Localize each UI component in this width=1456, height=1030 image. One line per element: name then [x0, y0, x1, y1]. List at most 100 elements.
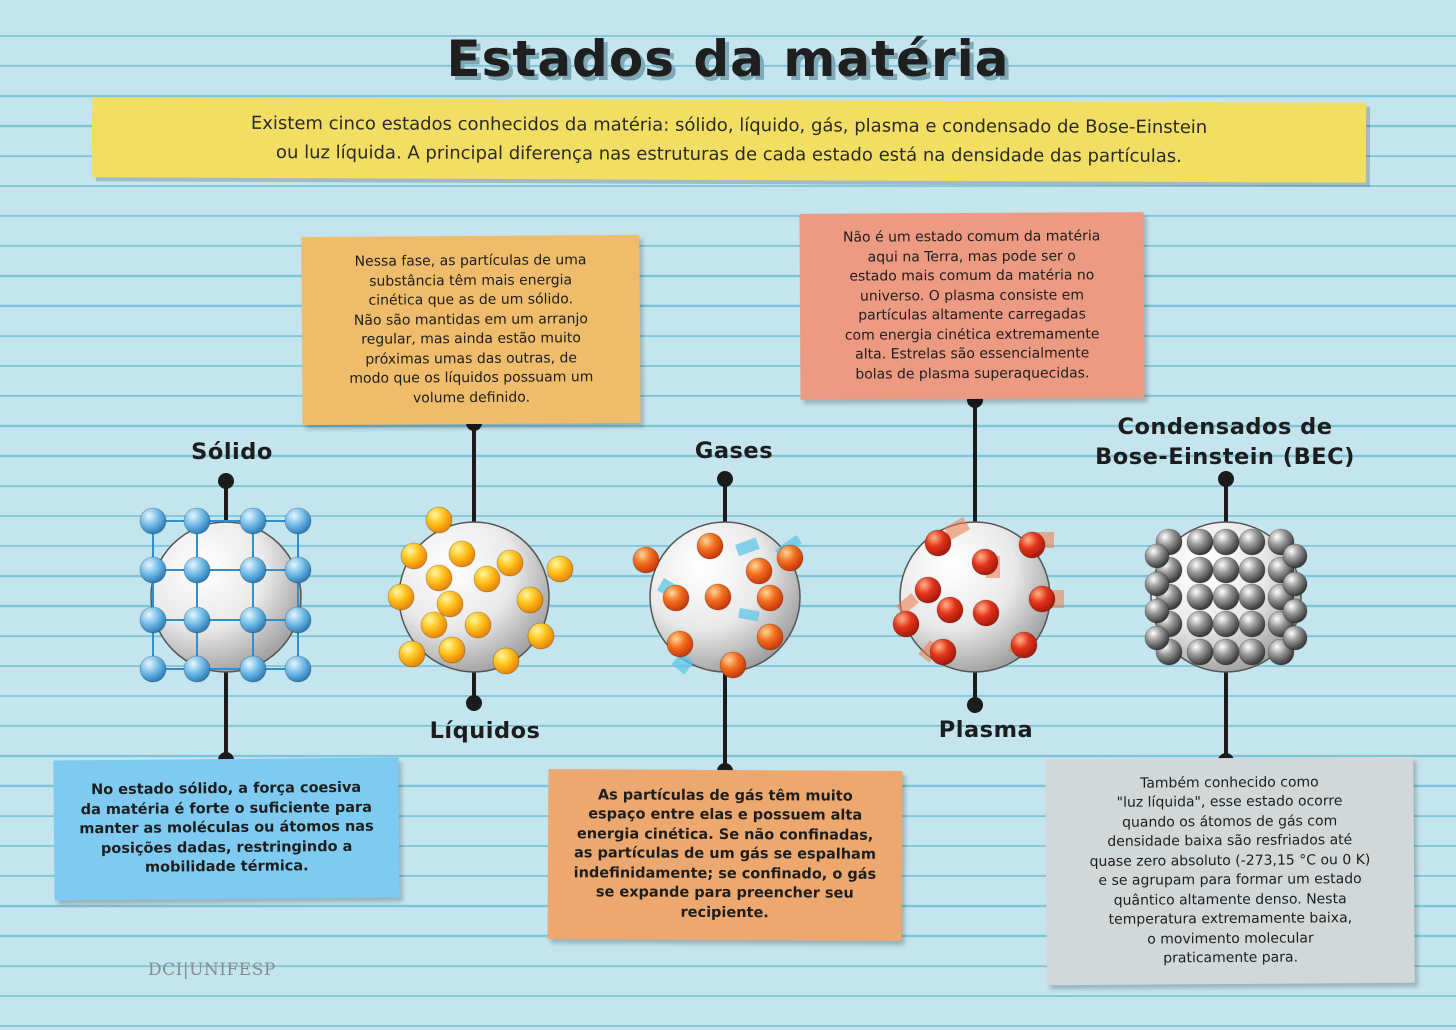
note-line: próximas umas das outras, de — [365, 349, 578, 368]
gas-particle — [756, 584, 784, 612]
solid-particle — [284, 655, 312, 683]
note-line: as partículas de um gás se espalham — [573, 845, 877, 864]
note-line: Não é um estado comum da matéria — [842, 228, 1101, 246]
note-bec: Também conhecido como"luz líquida", esse… — [1045, 756, 1415, 986]
note-line: da matéria é forte o suficiente para — [80, 799, 373, 819]
liquid-particle — [473, 565, 501, 593]
solid-particle-lattice-icon — [139, 507, 312, 683]
solid-particle — [139, 556, 167, 584]
bec-particle — [1238, 638, 1266, 666]
note-line: regular, mas ainda estão muito — [361, 330, 581, 348]
page-title: Estados da matéria — [446, 30, 1010, 88]
note-line: indefinidamente; se confinado, o gás — [573, 864, 877, 883]
solid-particle — [239, 606, 267, 634]
note-line: estado mais comum da matéria no — [849, 267, 1095, 285]
bec-particle — [1282, 598, 1308, 624]
solid-particle — [139, 507, 167, 535]
note-line: manter as moléculas ou átomos nas — [79, 818, 374, 838]
solid-particle — [183, 655, 211, 683]
bec-particle — [1186, 583, 1214, 611]
solid-particle — [284, 556, 312, 584]
bec-particle — [1212, 528, 1240, 556]
note-line: cinética que as de um sólido. — [368, 291, 574, 309]
liquid-particle — [464, 611, 492, 639]
solid-particle — [139, 606, 167, 634]
gas-motion-trail — [738, 608, 760, 622]
dot — [967, 697, 983, 713]
plasma-particle — [1010, 631, 1038, 659]
bec-particle — [1238, 556, 1266, 584]
liquid-particle — [398, 640, 426, 668]
note-line: se expande para preencher seu — [595, 884, 854, 902]
liquid-particle — [436, 590, 464, 618]
plasma-particle — [892, 610, 920, 638]
note-line: energia cinética. Se não confinadas, — [576, 825, 874, 844]
note-line: e se agrupam para formar um estado — [1098, 871, 1362, 889]
note-line: mobilidade térmica. — [144, 858, 309, 876]
liquid-particle — [527, 622, 555, 650]
plasma-particles-icon — [892, 517, 1064, 673]
liquid-particle — [400, 542, 428, 570]
solid-particle — [284, 507, 312, 535]
label-plasma: Plasma — [938, 717, 1034, 743]
note-line: temperatura extremamente baixa, — [1108, 910, 1353, 928]
dci-unifesp-logo: DCI|UNIFESP — [148, 960, 276, 980]
note-line: volume definido. — [412, 389, 531, 406]
gas-particle — [719, 651, 747, 679]
gas-particle — [666, 630, 694, 658]
bec-particle — [1186, 528, 1214, 556]
note-line: universo. O plasma consiste em — [859, 286, 1084, 305]
note-line: substância têm mais energia — [369, 271, 573, 290]
gas-motion-trail — [671, 651, 695, 675]
note-line: posições dadas, restringindo a — [100, 838, 353, 857]
bec-particle — [1212, 556, 1240, 584]
bec-particle — [1282, 543, 1308, 569]
note-line: partículas altamente carregadas — [858, 306, 1086, 324]
solid-particle — [183, 556, 211, 584]
liquid-particle — [425, 506, 453, 534]
solid-particle — [239, 507, 267, 535]
bec-particle — [1212, 638, 1240, 666]
gas-particle — [776, 544, 804, 572]
plasma-particle — [1028, 585, 1056, 613]
liquid-particle — [387, 583, 415, 611]
liquid-particle — [496, 549, 524, 577]
dot — [466, 695, 482, 711]
liquid-particle — [425, 564, 453, 592]
liquid-particle — [492, 647, 520, 675]
bec-particle — [1238, 528, 1266, 556]
solid-particle — [239, 655, 267, 683]
liquid-particle — [448, 540, 476, 568]
note-bec-text: Também conhecido como"luz líquida", esse… — [1089, 773, 1371, 970]
note-line: quântico altamente denso. Nesta — [1113, 890, 1347, 909]
plasma-motion-trail — [943, 517, 971, 541]
note-line: Não são mantidas em um arranjo — [353, 310, 589, 329]
plasma-particle — [972, 599, 1000, 627]
gas-particle — [632, 546, 660, 574]
bec-particle — [1212, 610, 1240, 638]
plasma-particle — [1018, 531, 1046, 559]
bec-particle — [1144, 571, 1170, 597]
solid-particle — [284, 606, 312, 634]
plasma-motion-trail — [895, 593, 920, 616]
note-line: Também conhecido como — [1140, 773, 1319, 792]
note-line: No estado sólido, a força coesiva — [91, 780, 362, 799]
bec-particle — [1144, 598, 1170, 624]
gas-particle — [696, 532, 724, 560]
gas-particles-icon — [632, 521, 804, 679]
solid-particle — [239, 556, 267, 584]
note-line: densidade baixa são resfriados até — [1107, 832, 1353, 850]
note-line: recipiente. — [680, 904, 769, 921]
solid-particle — [183, 606, 211, 634]
label-gases: Gases — [694, 438, 774, 464]
bec-particles-icon — [1144, 521, 1308, 673]
